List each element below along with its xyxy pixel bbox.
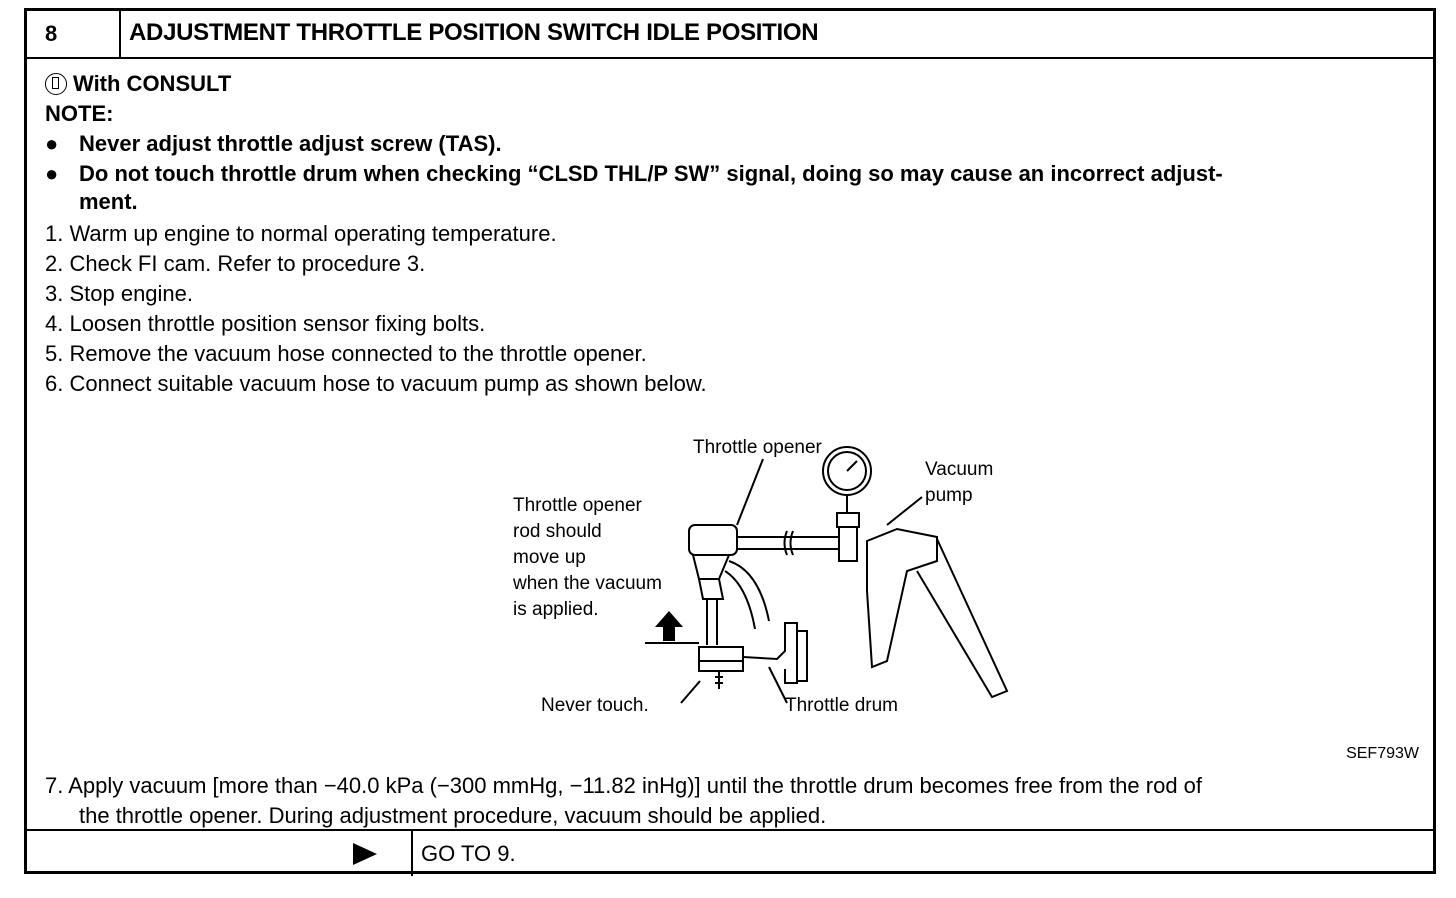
note-bullet-2-cont: ment.	[79, 189, 138, 214]
label-never-touch: Never touch.	[541, 695, 649, 716]
bullet-icon: ●	[45, 161, 59, 186]
arrow-cell	[27, 831, 413, 876]
label-rod-5: is applied.	[513, 599, 599, 620]
step-7-line-2: the throttle opener. During adjustment p…	[79, 803, 827, 828]
label-rod-4: when the vacuum	[512, 573, 662, 594]
procedure-title: ADJUSTMENT THROTTLE POSITION SWITCH IDLE…	[129, 19, 819, 46]
label-throttle-drum: Throttle drum	[785, 695, 898, 716]
step-7-line-1: 7. Apply vacuum [more than −40.0 kPa (−3…	[45, 773, 1203, 798]
procedure-footer: GO TO 9.	[27, 829, 1433, 876]
step-number: 8	[27, 11, 121, 57]
right-arrow-icon	[353, 843, 377, 865]
label-pump: pump	[925, 485, 973, 506]
step-5: 5. Remove the vacuum hose connected to t…	[45, 341, 647, 366]
label-rod-2: rod should	[513, 521, 602, 542]
up-arrow-icon	[655, 611, 683, 641]
label-vacuum: Vacuum	[925, 459, 993, 480]
label-throttle-opener: Throttle opener	[693, 437, 823, 458]
throttle-opener-icon	[688, 524, 738, 556]
step-2: 2. Check FI cam. Refer to procedure 3.	[45, 251, 426, 276]
consult-label: With CONSULT	[73, 71, 232, 96]
bullet-icon: ●	[45, 131, 59, 156]
label-rod-3: move up	[513, 547, 586, 568]
procedure-header: 8 ADJUSTMENT THROTTLE POSITION SWITCH ID…	[27, 11, 1433, 59]
consult-icon	[45, 73, 67, 95]
step-1: 1. Warm up engine to normal operating te…	[45, 221, 557, 246]
label-rod-1: Throttle opener	[513, 495, 643, 516]
step-6: 6. Connect suitable vacuum hose to vacuu…	[45, 371, 707, 396]
throttle-drum-icon	[742, 622, 798, 684]
vacuum-pump-diagram: Throttle opener Vacuum pump Throttle ope…	[512, 437, 1009, 716]
figure-code: SEF793W	[1346, 745, 1419, 762]
consult-line: With CONSULT	[45, 71, 231, 97]
goto-next-step: GO TO 9.	[421, 841, 516, 866]
procedure-box: 8 ADJUSTMENT THROTTLE POSITION SWITCH ID…	[24, 8, 1436, 876]
step-4: 4. Loosen throttle position sensor fixin…	[45, 311, 486, 336]
note-heading: NOTE:	[45, 101, 114, 126]
step-3: 3. Stop engine.	[45, 281, 194, 306]
